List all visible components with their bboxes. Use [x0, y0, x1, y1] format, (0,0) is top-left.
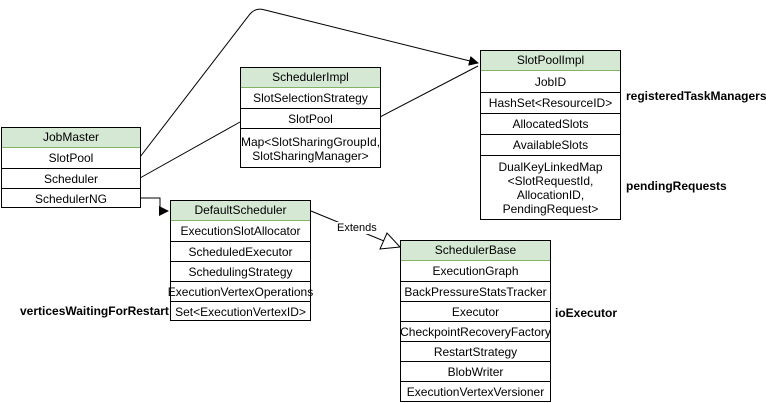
field-execution-slot-allocator: ExecutionSlotAllocator	[180, 224, 301, 238]
class-job-master[interactable]: JobMaster SlotPool Scheduler SchedulerNG	[1, 127, 141, 208]
class-scheduler-impl[interactable]: SchedulerImpl SlotSelectionStrategy Slot…	[240, 67, 381, 168]
class-title: SchedulerImpl	[241, 68, 380, 88]
extends-arrowhead	[379, 232, 402, 250]
field-line: Map<SlotSharingGroupId,	[240, 134, 381, 149]
edge-jobmaster-schedulerimpl	[139, 121, 241, 179]
label-vertices-waiting-for-restart: verticesWaitingForRestart	[20, 304, 169, 318]
field-scheduler: Scheduler	[2, 168, 140, 188]
field-slot-selection-strategy: SlotSelectionStrategy	[253, 91, 368, 105]
label-registered-task-managers: registeredTaskManagers	[626, 89, 766, 103]
field-allocated-slots: AllocatedSlots	[481, 113, 620, 134]
field-hashset-resourceid: HashSet<ResourceID>	[481, 92, 620, 113]
field-execution-vertex-versioner: ExecutionVertexVersioner	[401, 381, 550, 401]
field-executor: Executor	[401, 301, 550, 321]
field-execution-vertex-operations: ExecutionVertexOperations	[168, 281, 313, 301]
class-scheduler-base[interactable]: SchedulerBase ExecutionGraph BackPressur…	[400, 240, 551, 402]
class-title: DefaultScheduler	[171, 201, 310, 221]
field-jobid: JobID	[534, 74, 567, 89]
field-line: DualKeyLinkedMap	[498, 160, 603, 174]
edge-schedulerimpl-slotpoolimpl	[379, 65, 479, 118]
field-line: AllocationID,	[516, 188, 585, 202]
class-slot-pool-impl[interactable]: SlotPoolImpl JobID HashSet<ResourceID> A…	[480, 50, 621, 220]
class-title: SchedulerBase	[401, 241, 550, 261]
field-pending-requests-map: DualKeyLinkedMap <SlotRequestId, Allocat…	[481, 155, 620, 220]
field-back-pressure-stats-tracker: BackPressureStatsTracker	[401, 281, 550, 301]
extends-label: Extends	[336, 222, 378, 234]
field-checkpoint-recovery-factory: CheckpointRecoveryFactory	[400, 321, 551, 341]
field-execution-graph: ExecutionGraph	[432, 264, 519, 278]
edge-jobmaster-slotpoolimpl	[139, 8, 479, 158]
field-scheduled-executor: ScheduledExecutor	[171, 241, 310, 261]
class-title: JobMaster	[2, 128, 140, 148]
field-slotpool: SlotPool	[48, 151, 94, 165]
field-line: PendingRequest>	[502, 202, 599, 216]
field-line: <SlotRequestId,	[507, 174, 594, 188]
field-set-execution-vertex-id: Set<ExecutionVertexID>	[171, 301, 310, 321]
field-restart-strategy: RestartStrategy	[401, 341, 550, 361]
label-io-executor: ioExecutor	[555, 306, 618, 320]
class-default-scheduler[interactable]: DefaultScheduler ExecutionSlotAllocator …	[168, 200, 313, 321]
field-blob-writer: BlobWriter	[401, 361, 550, 381]
field-slotpool: SlotPool	[241, 108, 380, 128]
field-slot-sharing-map: Map<SlotSharingGroupId, SlotSharingManag…	[241, 128, 380, 168]
edge-jobmaster-defaultscheduler	[140, 197, 169, 216]
field-available-slots: AvailableSlots	[481, 134, 620, 155]
field-schedulerng: SchedulerNG	[2, 188, 140, 208]
label-pending-requests: pendingRequests	[626, 179, 727, 193]
field-line: SlotSharingManager>	[252, 148, 369, 163]
field-scheduling-strategy: SchedulingStrategy	[171, 261, 310, 281]
class-title: SlotPoolImpl	[481, 51, 620, 71]
